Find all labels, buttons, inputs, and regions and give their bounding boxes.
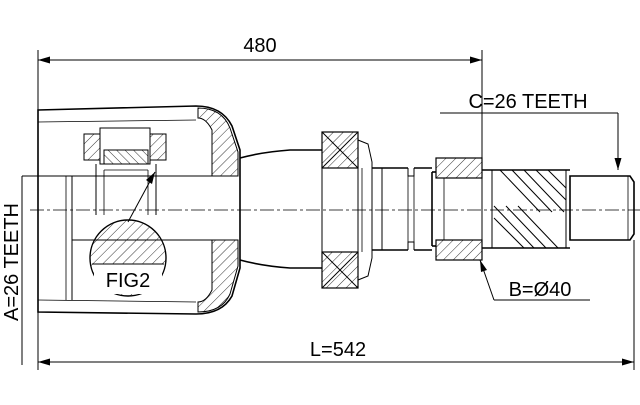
label-c-teeth: C=26 TEETH [468, 91, 587, 113]
label-b-diameter: B=Ø40 [509, 279, 572, 301]
label-a-teeth: A=26 TEETH [1, 203, 23, 321]
dim-bottom-label: L=542 [310, 339, 366, 361]
fig2-detail: FIG2 [89, 219, 167, 297]
bearing-block [321, 131, 373, 289]
dimension-480: 480 [37, 35, 483, 160]
outer-housing [37, 105, 241, 315]
label-b-group: B=Ø40 [479, 259, 590, 301]
label-c-group: C=26 TEETH [440, 91, 622, 170]
fig2-label: FIG2 [106, 270, 150, 292]
spider-roller [83, 127, 167, 223]
flange-ring [431, 157, 483, 261]
spline-section [482, 169, 635, 249]
shaft-middle [372, 167, 432, 251]
spline-teeth [493, 169, 567, 249]
shaft-neck [239, 149, 322, 269]
dimension-542: L=542 [37, 240, 635, 370]
label-a-group: A=26 TEETH [1, 175, 90, 365]
dim-top-label: 480 [243, 35, 276, 57]
